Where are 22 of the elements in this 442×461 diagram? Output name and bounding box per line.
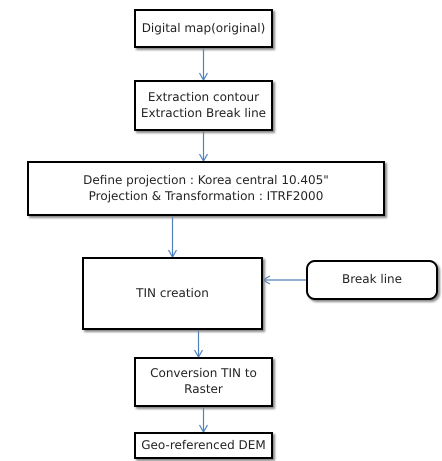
node-text: Digital map(original) [142, 20, 266, 36]
arrow [262, 275, 306, 285]
node-text: Define projection : Korea central 10.405" [83, 172, 329, 188]
process-box [134, 9, 273, 48]
process-box [134, 80, 273, 131]
node-text: Conversion TIN to Raster [149, 366, 258, 398]
process-box [134, 357, 273, 407]
process-box [27, 161, 385, 216]
arrow [198, 407, 208, 433]
arrow [198, 48, 208, 81]
input-box [306, 260, 438, 300]
node-text: Geo-referenced DEM [141, 438, 266, 454]
node-text: Extraction contour [148, 90, 260, 106]
arrow [194, 330, 204, 358]
node-text: Extraction Break line [140, 106, 266, 122]
node-text: Projection & Transformation : ITRF2000 [88, 188, 324, 204]
process-box [82, 257, 263, 330]
node-text: Break line [342, 272, 402, 288]
node-text: TIN creation [136, 286, 209, 302]
arrow [168, 216, 178, 258]
process-box [134, 432, 273, 459]
arrow [198, 131, 208, 162]
